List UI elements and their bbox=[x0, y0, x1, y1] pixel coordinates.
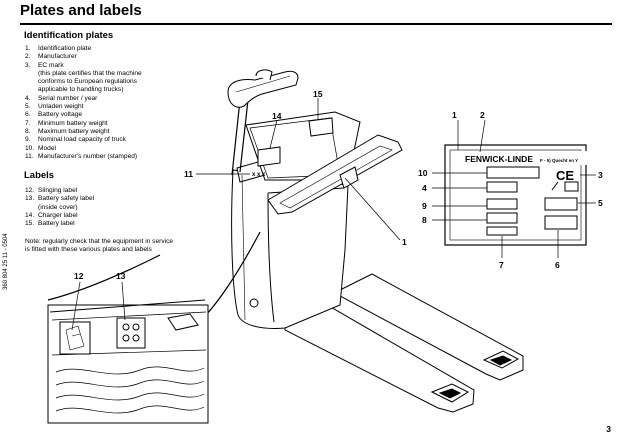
identification-list-item-number: 8. bbox=[25, 127, 31, 135]
page-title: Plates and labels bbox=[20, 2, 142, 19]
identification-list-item-text: Maximum battery weight bbox=[38, 127, 110, 135]
identification-list-item-text: applicable to handling trucks) bbox=[38, 86, 124, 94]
identification-list-item-number: 9. bbox=[25, 136, 31, 144]
labels-list-item-number: 15. bbox=[25, 220, 35, 228]
callout-7: 7 bbox=[499, 260, 504, 270]
identification-list-item-number: 3. bbox=[25, 61, 31, 69]
identification-list-item: (this plate certifies that the machine bbox=[25, 70, 175, 78]
identification-list-item-number: 2. bbox=[25, 53, 31, 61]
inset-detail bbox=[47, 231, 261, 424]
labels-list-item-text: Slinging label bbox=[38, 187, 78, 194]
labels-heading: Labels bbox=[24, 170, 55, 181]
callout-13: 13 bbox=[116, 271, 126, 281]
identification-list-item-text: Serial number / year bbox=[38, 94, 98, 102]
callout-10: 10 bbox=[418, 168, 428, 178]
svg-text:x x x: x x x bbox=[252, 172, 266, 178]
labels-list-item: (inside cover) bbox=[25, 204, 175, 212]
identification-list-item-number: 11. bbox=[25, 152, 34, 160]
callout-15: 15 bbox=[313, 89, 323, 99]
labels-list-item-number: 13. bbox=[25, 195, 35, 203]
identification-list-item: 10.Model bbox=[25, 145, 175, 153]
identification-plate: FENWICK-LINDE F - 5) Quecht en Y CE bbox=[444, 144, 588, 246]
identification-list-item-text: Battery voltage bbox=[38, 111, 82, 119]
labels-list-item: 12.Slinging label bbox=[25, 187, 175, 195]
labels-list-item: 14.Charger label bbox=[25, 212, 175, 220]
identification-list-item-text: conforms to European regulations bbox=[38, 78, 137, 86]
callout-2: 2 bbox=[480, 110, 485, 120]
callout-1-truck: 1 bbox=[402, 237, 407, 247]
callout-9: 9 bbox=[422, 201, 427, 211]
labels-list-item-text: (inside cover) bbox=[38, 203, 78, 211]
identification-list-item-number: 4. bbox=[25, 94, 31, 102]
callout-11: 11 bbox=[184, 169, 193, 179]
identification-list-item: 8. Maximum battery weight bbox=[25, 128, 175, 136]
plate-leader-lines bbox=[432, 119, 596, 258]
identification-list-item: 4. Serial number / year bbox=[25, 95, 175, 103]
fork-left bbox=[284, 301, 475, 413]
identification-list-item-text: Nominal load capacity of truck bbox=[38, 136, 126, 144]
identification-list-item-text: Model bbox=[38, 144, 56, 152]
labels-list-item-text: Charger label bbox=[38, 211, 78, 219]
callout-1: 1 bbox=[452, 110, 457, 120]
note-text: Note: regularly check that the equipment… bbox=[25, 238, 174, 254]
identification-list-item: 6. Battery voltage bbox=[25, 111, 175, 119]
identification-list-item-text: Unladen weight bbox=[38, 103, 84, 111]
identification-list-item: 2. Manufacturer bbox=[25, 53, 175, 61]
plate-brand-sub: F - 5) Quecht en Y bbox=[540, 158, 578, 163]
identification-heading: Identification plates bbox=[24, 30, 114, 41]
plate-brand: FENWICK-LINDE bbox=[465, 154, 533, 164]
labels-list-item-number: 14. bbox=[25, 211, 35, 219]
identification-list-item-number: 5. bbox=[25, 103, 31, 111]
identification-list-item-number: 1. bbox=[25, 45, 31, 52]
callout-6: 6 bbox=[555, 260, 560, 270]
labels-list-item-number: 12. bbox=[25, 187, 35, 194]
identification-list-item: 5. Unladen weight bbox=[25, 103, 175, 111]
labels-list-item: 15.Battery label bbox=[25, 220, 175, 228]
identification-list-item: applicable to handling trucks) bbox=[25, 86, 175, 94]
identification-list-item: 7. Minimum battery weight bbox=[25, 120, 175, 128]
callout-14: 14 bbox=[272, 111, 282, 121]
page-number: 3 bbox=[606, 424, 611, 434]
identification-list-item: 1. Identification plate bbox=[25, 45, 175, 53]
identification-list-item-text: Manufacturer bbox=[38, 53, 77, 61]
identification-list-item: 9. Nominal load capacity of truck bbox=[25, 136, 175, 144]
labels-list-item: 13.Battery safety label bbox=[25, 195, 175, 203]
identification-list-item-number: 7. bbox=[25, 119, 31, 127]
ce-mark: CE bbox=[556, 168, 574, 183]
identification-list-item: 11. Manufacturer's number (stamped) bbox=[25, 153, 175, 161]
identification-list-item-text: Identification plate bbox=[38, 45, 92, 52]
identification-list-item-text: Minimum battery weight bbox=[38, 119, 108, 127]
battery-cover bbox=[267, 134, 403, 215]
tiller-handle bbox=[227, 69, 299, 176]
identification-list: 1. Identification plate 2. Manufacturer 3. EC… bbox=[25, 45, 175, 161]
callout-12: 12 bbox=[74, 271, 84, 281]
identification-list-item-number: 10. bbox=[25, 144, 35, 152]
identification-list-item-text: Manufacturer's number (stamped) bbox=[38, 152, 138, 160]
identification-list-item: conforms to European regulations bbox=[25, 78, 175, 86]
identification-list-item-text: EC mark bbox=[38, 61, 64, 69]
identification-list-item-number: 6. bbox=[25, 111, 31, 119]
callout-4: 4 bbox=[422, 183, 427, 193]
identification-list-item: 3. EC mark bbox=[25, 62, 175, 70]
callout-8: 8 bbox=[422, 215, 427, 225]
labels-list-item-text: Battery label bbox=[38, 220, 75, 228]
title-rule bbox=[20, 23, 612, 25]
fork-right bbox=[339, 273, 524, 381]
callout-5: 5 bbox=[598, 198, 603, 208]
callout-3: 3 bbox=[598, 170, 603, 180]
identification-list-item-text: (this plate certifies that the machine bbox=[38, 69, 142, 77]
truck-leader-lines bbox=[196, 98, 401, 241]
labels-list-item-text: Battery safety label bbox=[38, 195, 95, 203]
